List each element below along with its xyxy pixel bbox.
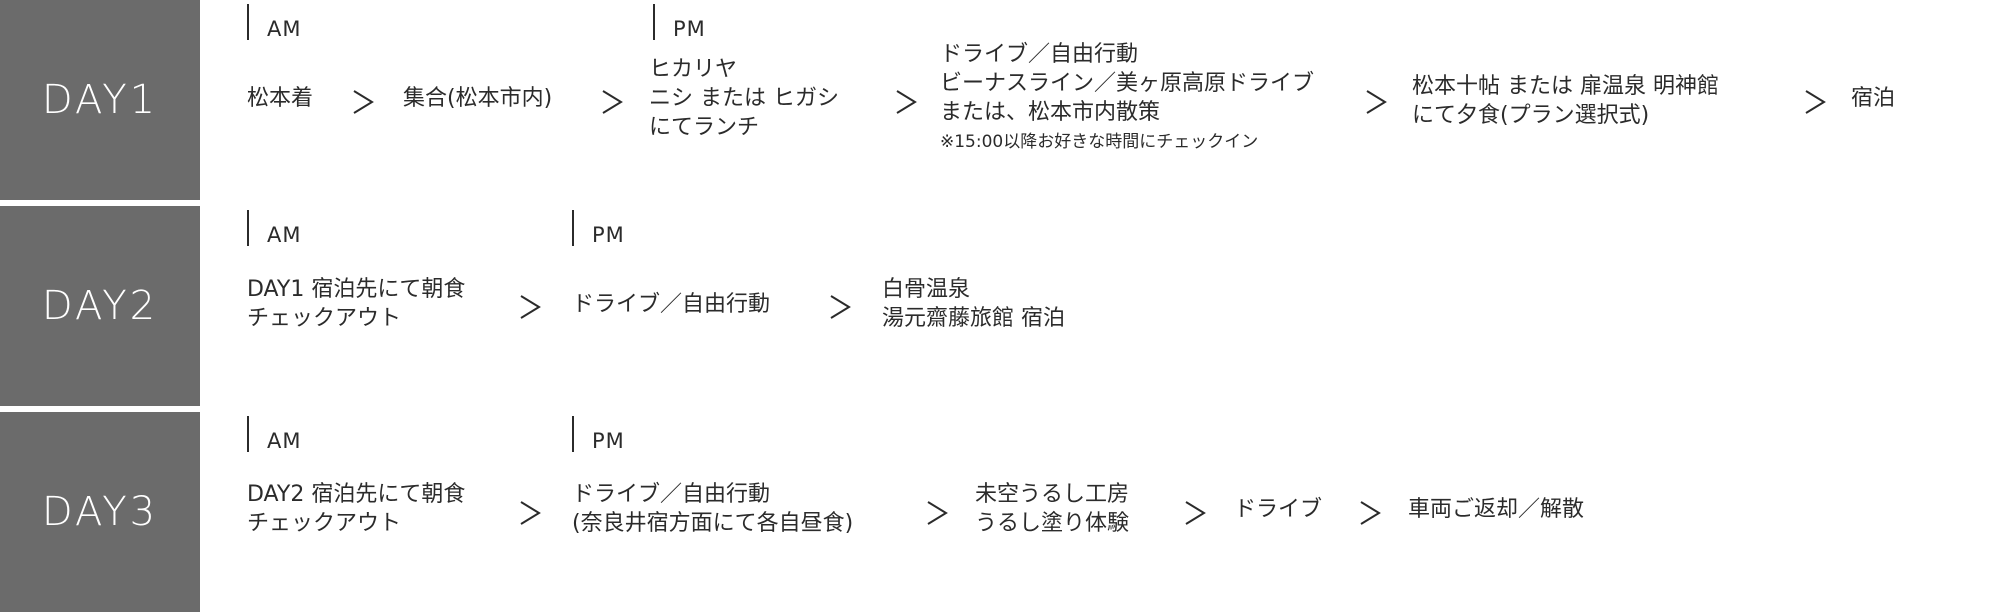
- itinerary-item: DAY1 宿泊先にて朝食 チェックアウト: [247, 275, 465, 333]
- period-pm: PM: [572, 210, 625, 247]
- itinerary-item: 松本着: [247, 84, 313, 113]
- item-line: ニシ または ヒガシ: [649, 86, 839, 111]
- item-line: うるし塗り体験: [975, 511, 1130, 536]
- itinerary-item: 未空うるし工房 うるし塗り体験: [975, 480, 1129, 538]
- itinerary-item: 松本十帖 または 扉温泉 明神館 にて夕食(プラン選択式): [1412, 72, 1719, 130]
- item-note: ※15:00以降お好きな時間にチェックイン: [940, 132, 1259, 152]
- chevron-right-icon: [895, 89, 917, 115]
- chevron-right-icon: [519, 294, 541, 320]
- period-pm: PM: [572, 416, 625, 453]
- item-line: 松本着: [247, 86, 314, 111]
- item-line: ヒカリヤ: [649, 57, 738, 82]
- item-line: ビーナスライン／美ヶ原高原ドライブ: [940, 71, 1315, 96]
- item-line: にて夕食(プラン選択式): [1412, 103, 1650, 128]
- item-line: ドライブ／自由行動: [940, 42, 1139, 67]
- day-label: DAY2: [0, 206, 200, 406]
- day-label: DAY1: [0, 0, 200, 200]
- chevron-right-icon: [1365, 89, 1387, 115]
- item-line: DAY1 宿泊先にて朝食: [247, 277, 466, 302]
- item-line: 集合(松本市内): [403, 86, 553, 111]
- item-line: 松本十帖 または 扉温泉 明神館: [1412, 74, 1719, 99]
- item-line: 宿泊: [1851, 86, 1896, 111]
- chevron-right-icon: [926, 500, 948, 526]
- day-label: DAY3: [0, 412, 200, 612]
- item-line: 湯元齋藤旅館 宿泊: [882, 306, 1065, 331]
- chevron-right-icon: [352, 89, 374, 115]
- item-line: 未空うるし工房: [975, 482, 1130, 507]
- day-row-2: DAY2 AM PM DAY1 宿泊先にて朝食 チェックアウト ドライブ／自由行…: [0, 206, 2000, 406]
- period-am: AM: [247, 4, 301, 41]
- item-line: DAY2 宿泊先にて朝食: [247, 482, 466, 507]
- period-am: AM: [247, 416, 301, 453]
- itinerary-item: 集合(松本市内): [403, 84, 552, 113]
- itinerary-item: 白骨温泉 湯元齋藤旅館 宿泊: [882, 275, 1065, 333]
- period-pm: PM: [653, 4, 706, 41]
- chevron-right-icon: [519, 500, 541, 526]
- period-am: AM: [247, 210, 301, 247]
- item-line: ドライブ／自由行動: [572, 292, 771, 317]
- chevron-right-icon: [601, 89, 623, 115]
- item-line: にてランチ: [649, 115, 760, 140]
- itinerary-item: ドライブ／自由行動 ビーナスライン／美ヶ原高原ドライブ または、松本市内散策 ※…: [940, 40, 1314, 157]
- item-line: ドライブ: [1234, 497, 1323, 522]
- itinerary-item: ドライブ／自由行動: [572, 290, 770, 319]
- item-line: 車両ご返却／解散: [1408, 497, 1585, 522]
- item-line: または、松本市内散策: [940, 100, 1161, 125]
- item-line: チェックアウト: [247, 306, 402, 331]
- itinerary-item: 車両ご返却／解散: [1408, 495, 1584, 524]
- itinerary-item: 宿泊: [1851, 84, 1895, 113]
- day-row-1: DAY1 AM PM 松本着 集合(松本市内) ヒカリヤ ニシ または ヒガシ …: [0, 0, 2000, 200]
- item-line: ドライブ／自由行動: [572, 482, 771, 507]
- chevron-right-icon: [1184, 500, 1206, 526]
- itinerary-item: ドライブ: [1234, 495, 1322, 524]
- chevron-right-icon: [1804, 89, 1826, 115]
- chevron-right-icon: [1359, 500, 1381, 526]
- chevron-right-icon: [829, 294, 851, 320]
- item-line: チェックアウト: [247, 511, 402, 536]
- itinerary-item: ドライブ／自由行動 (奈良井宿方面にて各自昼食): [572, 480, 853, 538]
- item-line: (奈良井宿方面にて各自昼食): [572, 511, 854, 536]
- itinerary-item: ヒカリヤ ニシ または ヒガシ にてランチ: [649, 55, 839, 142]
- item-line: 白骨温泉: [882, 277, 971, 302]
- day-row-3: DAY3 AM PM DAY2 宿泊先にて朝食 チェックアウト ドライブ／自由行…: [0, 412, 2000, 612]
- itinerary-item: DAY2 宿泊先にて朝食 チェックアウト: [247, 480, 465, 538]
